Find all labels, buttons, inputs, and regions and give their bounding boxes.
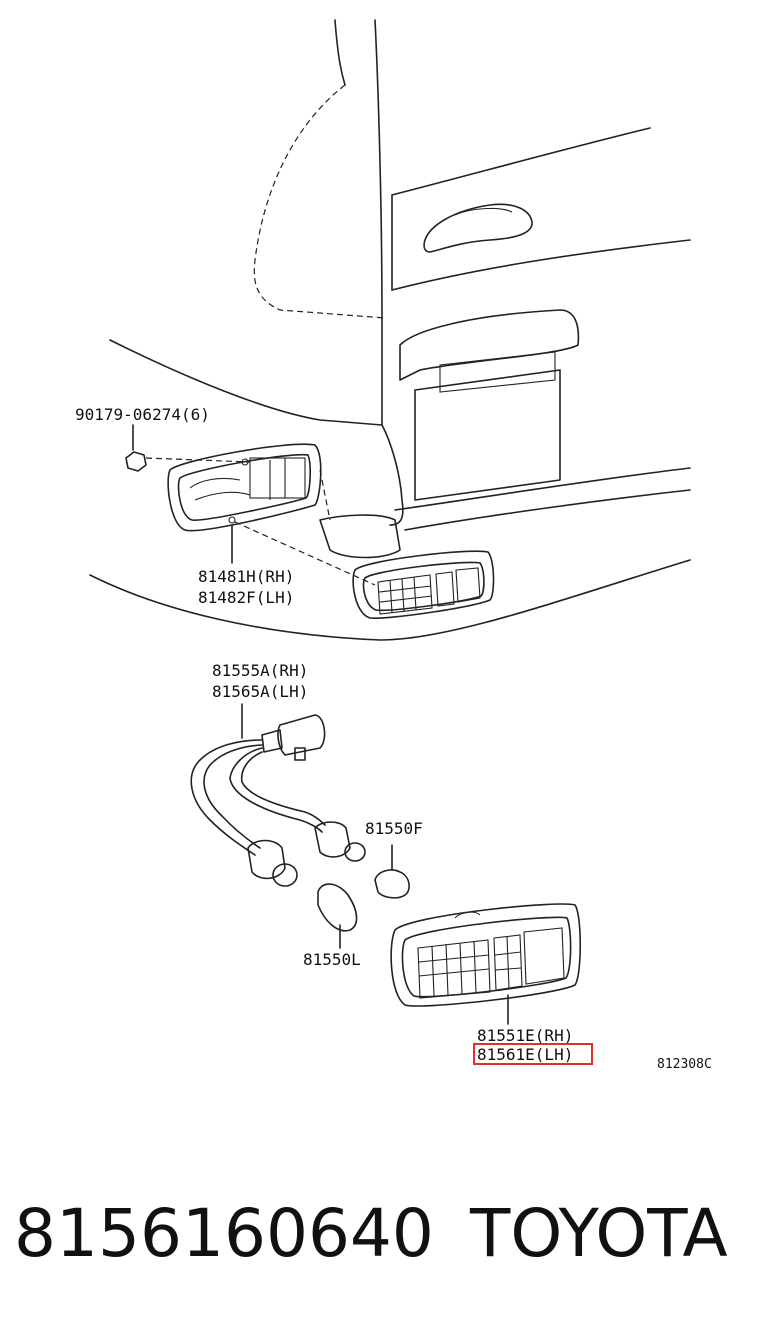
diagram-code: 812308C — [657, 1057, 712, 1072]
installed-lamp-drawing — [352, 550, 495, 620]
part-label-lamp-lh[interactable]: 81561E(LH) — [477, 1045, 573, 1064]
part-label-wire-rh[interactable]: 81555A(RH) — [212, 661, 308, 680]
vehicle-body-drawing — [89, 19, 691, 641]
leader-lines — [132, 424, 233, 564]
footer-part-number: 8156160640 — [14, 1195, 434, 1272]
lamp-assembly-drawing — [390, 903, 582, 1025]
lamp-socket-drawing — [125, 443, 376, 586]
part-label-socket-lh[interactable]: 81482F(LH) — [198, 588, 294, 607]
part-label-bulb-small[interactable]: 81550F — [365, 819, 423, 838]
part-label-clip[interactable]: 90179-06274(6) — [75, 405, 210, 424]
part-label-wire-lh[interactable]: 81565A(LH) — [212, 682, 308, 701]
wire-harness-drawing — [190, 703, 410, 949]
part-label-lamp-rh[interactable]: 81551E(RH) — [477, 1026, 573, 1045]
part-label-socket-rh[interactable]: 81481H(RH) — [198, 567, 294, 586]
footer-brand: TOYOTA — [469, 1195, 728, 1272]
part-label-bulb-large[interactable]: 81550L — [303, 950, 361, 969]
highlight-box — [473, 1043, 593, 1065]
